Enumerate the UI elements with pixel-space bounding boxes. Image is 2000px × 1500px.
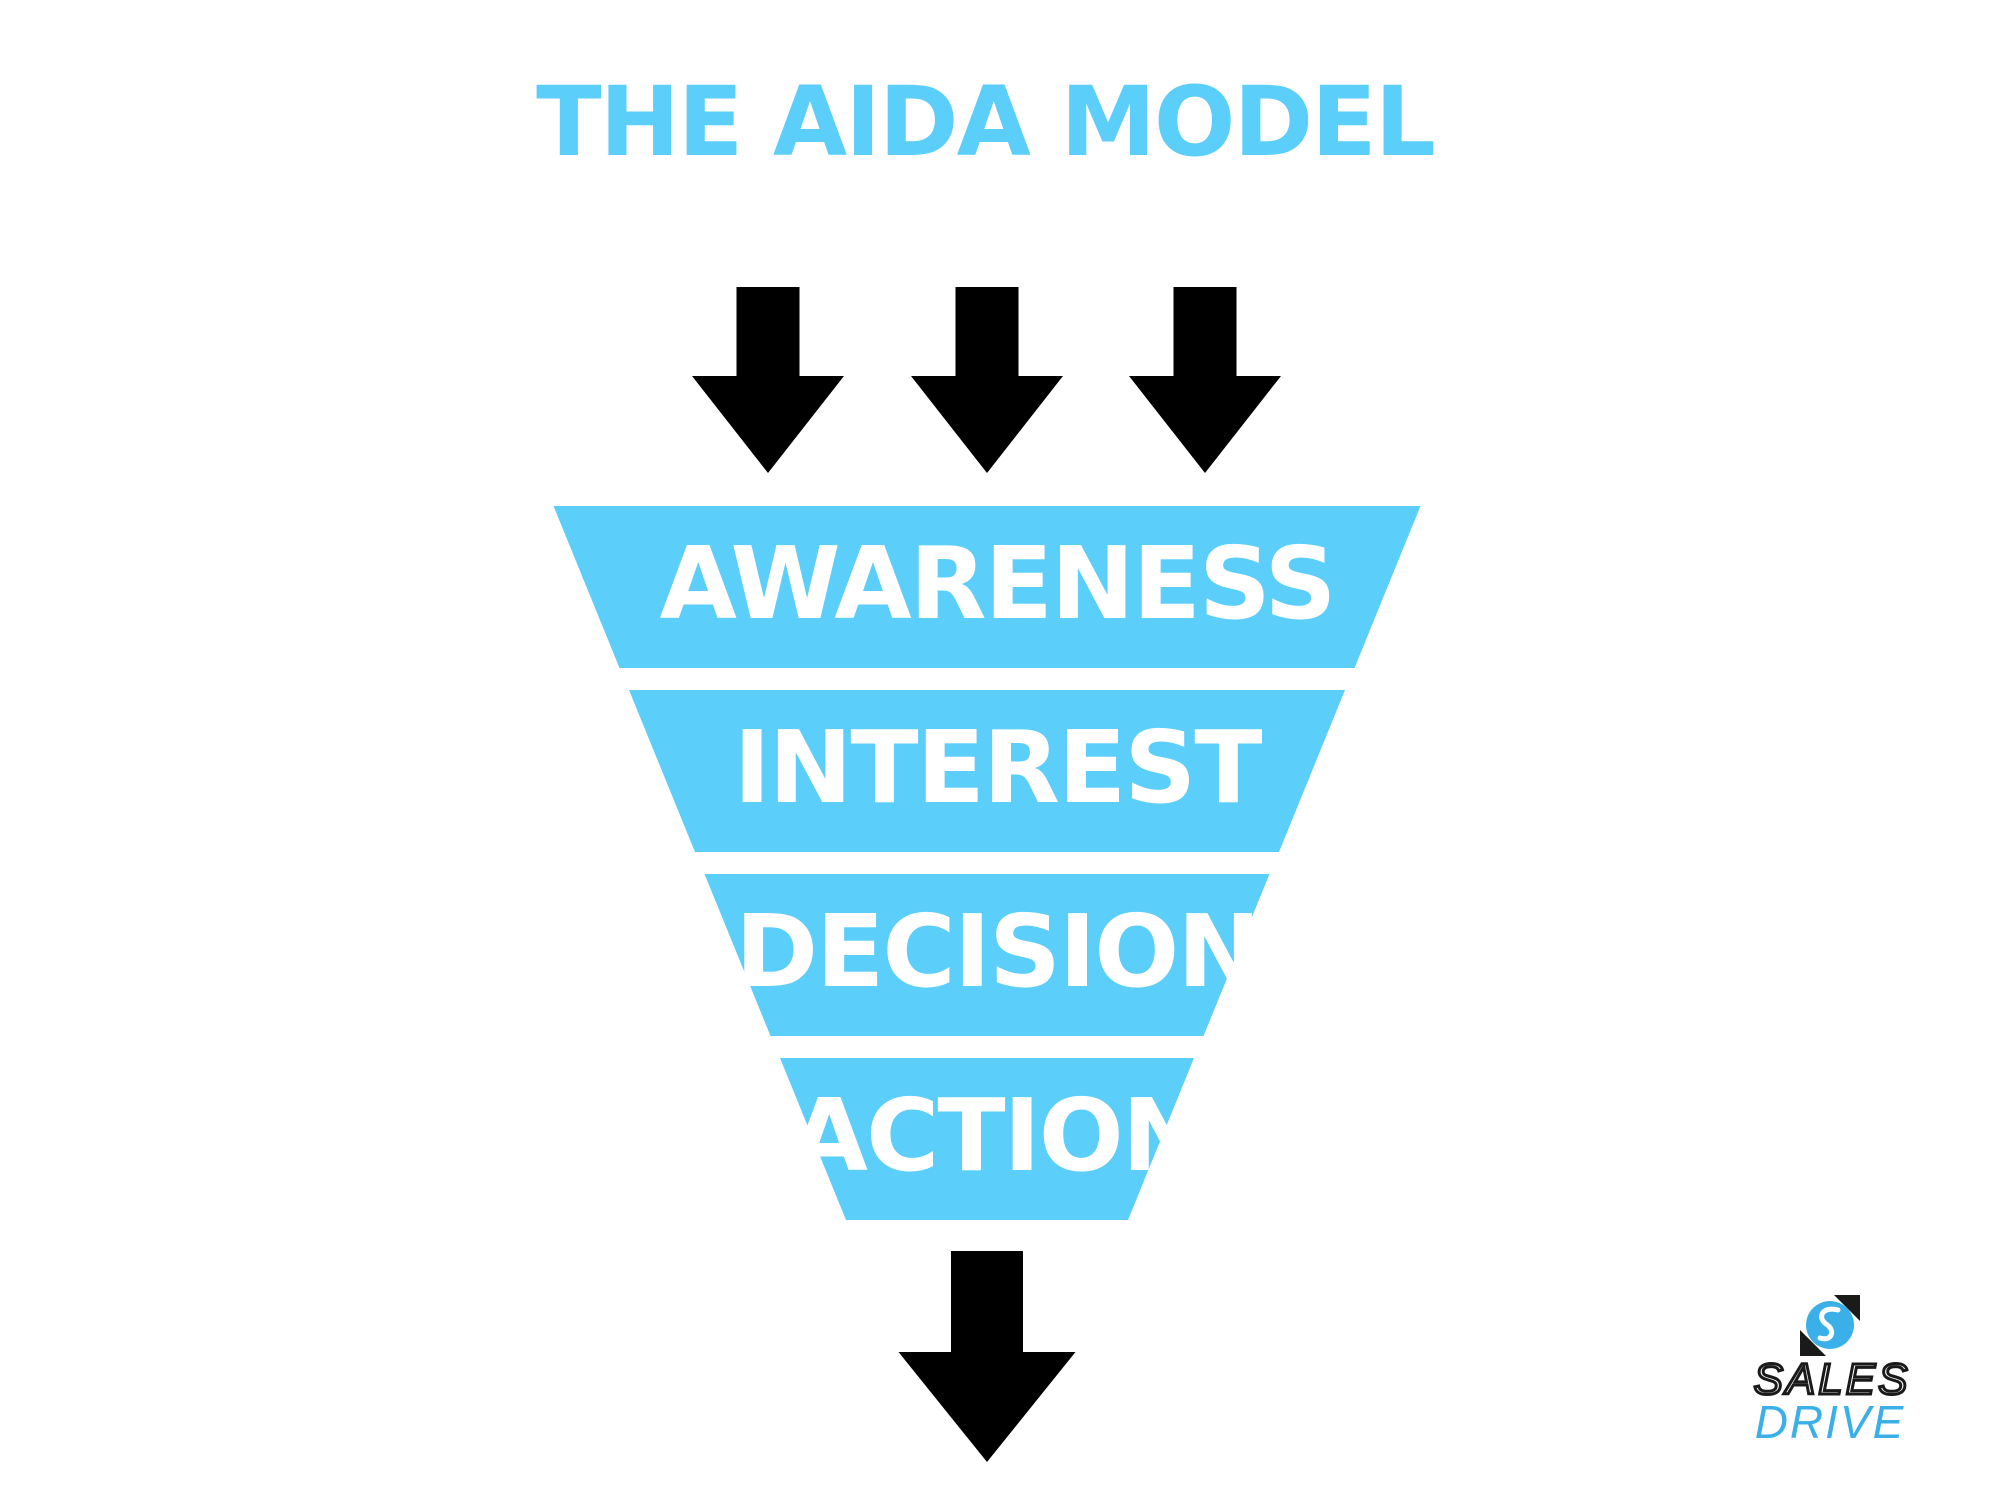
funnel-stage-decision: DECISION xyxy=(704,874,1270,1036)
funnel-band xyxy=(553,506,1421,668)
funnel-stage-awareness: AWARENESS xyxy=(553,506,1421,668)
funnel: AWARENESS INTEREST DECISION ACTION xyxy=(553,506,1421,1220)
input-arrow-2 xyxy=(911,287,1063,473)
input-arrow-1 xyxy=(692,287,844,473)
stage-label: AWARENESS xyxy=(660,525,1335,642)
funnel-band xyxy=(780,1058,1194,1220)
stage-label: DECISION xyxy=(735,893,1259,1010)
diagram-title: THE AIDA MODEL xyxy=(536,66,1434,178)
output-arrow xyxy=(898,1251,1076,1462)
logo-text-sales: SALES xyxy=(1754,1355,1911,1404)
logo-text-drive: DRIVE xyxy=(1755,1396,1906,1448)
funnel-band xyxy=(704,874,1270,1036)
funnel-band xyxy=(629,690,1345,852)
stage-label: ACTION xyxy=(791,1077,1204,1194)
funnel-stage-action: ACTION xyxy=(780,1058,1205,1220)
stage-label: INTEREST xyxy=(734,709,1263,826)
s-swirl-logo-icon xyxy=(1800,1295,1860,1356)
input-arrow-3 xyxy=(1129,287,1281,473)
arrow-down-icon xyxy=(898,1251,1076,1462)
sales-drive-logo: SALES DRIVE xyxy=(1752,1295,1911,1448)
input-arrows xyxy=(692,287,1281,473)
funnel-stage-interest: INTEREST xyxy=(629,690,1345,852)
